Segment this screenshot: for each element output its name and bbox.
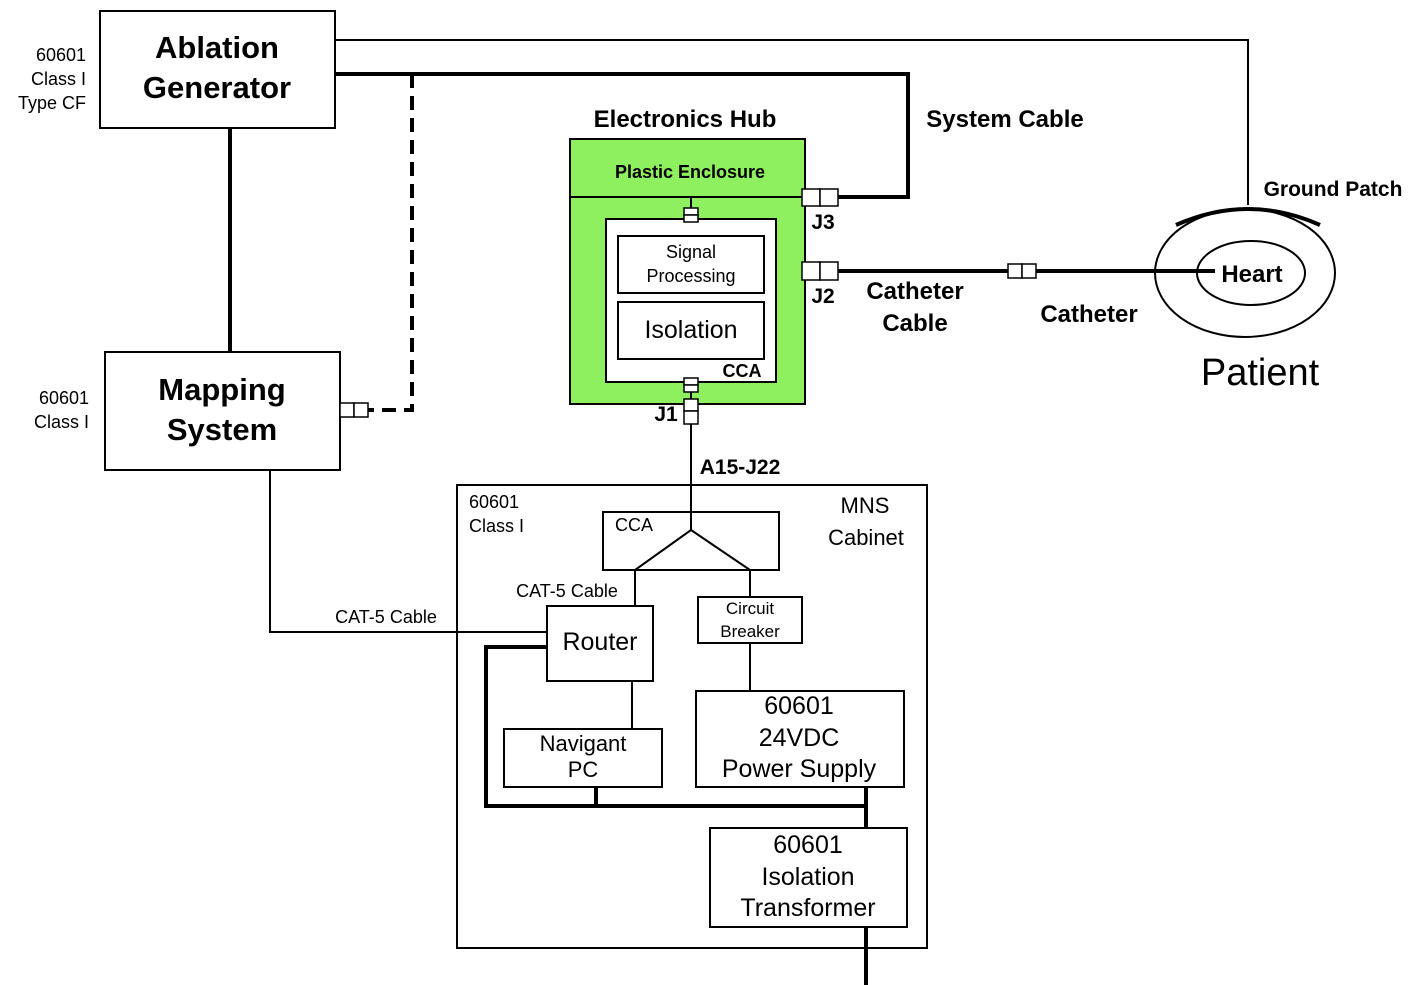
rating-line: Class I [31,69,86,89]
signal-processing-label: Signal [666,242,716,262]
power-supply-label: 24VDC [759,724,840,752]
mapping-connector [339,402,369,418]
wiring [228,39,1249,985]
router-label: Router [562,628,637,656]
mns-rating-line: 60601 [469,492,519,512]
internal-connector [683,214,699,223]
signal-processing-block [617,235,765,294]
mapping-system-title-1: Mapping [158,372,285,407]
catheter-cable-label: Catheter [866,278,963,305]
patient: Heart Patient [1154,207,1336,394]
isolation-block [617,301,765,360]
a15-j22-label: A15-J22 [700,456,781,479]
isolation-transformer-label: 60601 [773,831,843,859]
navigant-pc [503,728,663,788]
circuit-breaker-label: Breaker [720,622,780,641]
j1-connector [683,398,699,425]
ground-patch [1175,207,1321,227]
cat5-inner-label: CAT-5 Cable [516,581,618,601]
ablation-generator: Ablation Generator [99,10,336,129]
mns-cabinet-outline [456,484,928,949]
mns-cabinet-title: MNS [841,493,890,518]
dashed-link [368,74,414,412]
ground-patch-label: Ground Patch [1264,178,1403,201]
ablation-generator-title-1: Ablation [155,30,279,65]
rating-line: 60601 [36,45,86,65]
navigant-pc-label: Navigant [540,731,627,756]
cabinet-cca-block [602,511,780,571]
navigant-pc-label: PC [568,757,599,782]
j2-connector [801,261,839,281]
system-cable-label: System Cable [926,106,1083,133]
circuit-breaker [697,596,803,644]
rating-line: Class I [34,412,89,432]
ablation-generator-rating: 60601 Class I Type CF [18,45,86,113]
j1-label: J1 [654,403,678,426]
hub-cca-label: CCA [723,361,762,381]
electronics-hub-title: Electronics Hub [594,106,777,133]
internal-connector [683,207,699,216]
isolation-transformer [709,827,908,928]
electronics-hub: Plastic Enclosure Signal Processing Isol… [569,138,806,405]
ground-patch-wire [335,39,1249,205]
system-cable-wire [335,72,910,199]
patient-body [1154,208,1336,338]
isolation-transformer-label: Isolation [761,863,854,891]
cca-splitter [634,528,751,571]
cat5-outer-label: CAT-5 Cable [335,607,437,627]
internal-connector [683,384,699,393]
rating-line: 60601 [39,388,89,408]
power-bus [484,645,866,808]
internal-connector [683,377,699,386]
mns-cabinet: 60601 Class I MNS Cabinet CCA CAT-5 Cabl… [456,484,928,949]
j3-label: J3 [811,211,834,234]
router [546,605,654,682]
isolation-transformer-label: Transformer [740,894,875,922]
catheter-label: Catheter [1040,301,1137,328]
plastic-enclosure-label: Plastic Enclosure [615,162,765,182]
cat5-outer-wire [269,470,547,633]
signal-processing-label: Processing [646,266,735,286]
mapping-system-title-2: System [167,412,277,447]
catheter-cable-label: Cable [882,310,947,337]
power-supply-label: Power Supply [722,755,877,783]
j3-connector [801,188,839,207]
isolation-label: Isolation [644,316,737,344]
catheter-connector [1007,263,1037,279]
rating-line: Type CF [18,93,86,113]
mapping-system-rating: 60601 Class I [34,388,89,432]
j2-label: J2 [811,285,834,308]
patient-label: Patient [1201,352,1320,394]
mns-rating-line: Class I [469,516,524,536]
mns-cabinet-title: Cabinet [828,525,904,550]
power-supply-label: 60601 [764,692,834,720]
heart-label: Heart [1221,261,1282,288]
cabinet-cca-label: CCA [615,515,653,535]
power-supply [695,690,905,788]
ablation-generator-title-2: Generator [143,70,291,105]
mapping-system: Mapping System [104,351,341,471]
circuit-breaker-label: Circuit [726,599,774,618]
heart-outline [1196,240,1306,306]
